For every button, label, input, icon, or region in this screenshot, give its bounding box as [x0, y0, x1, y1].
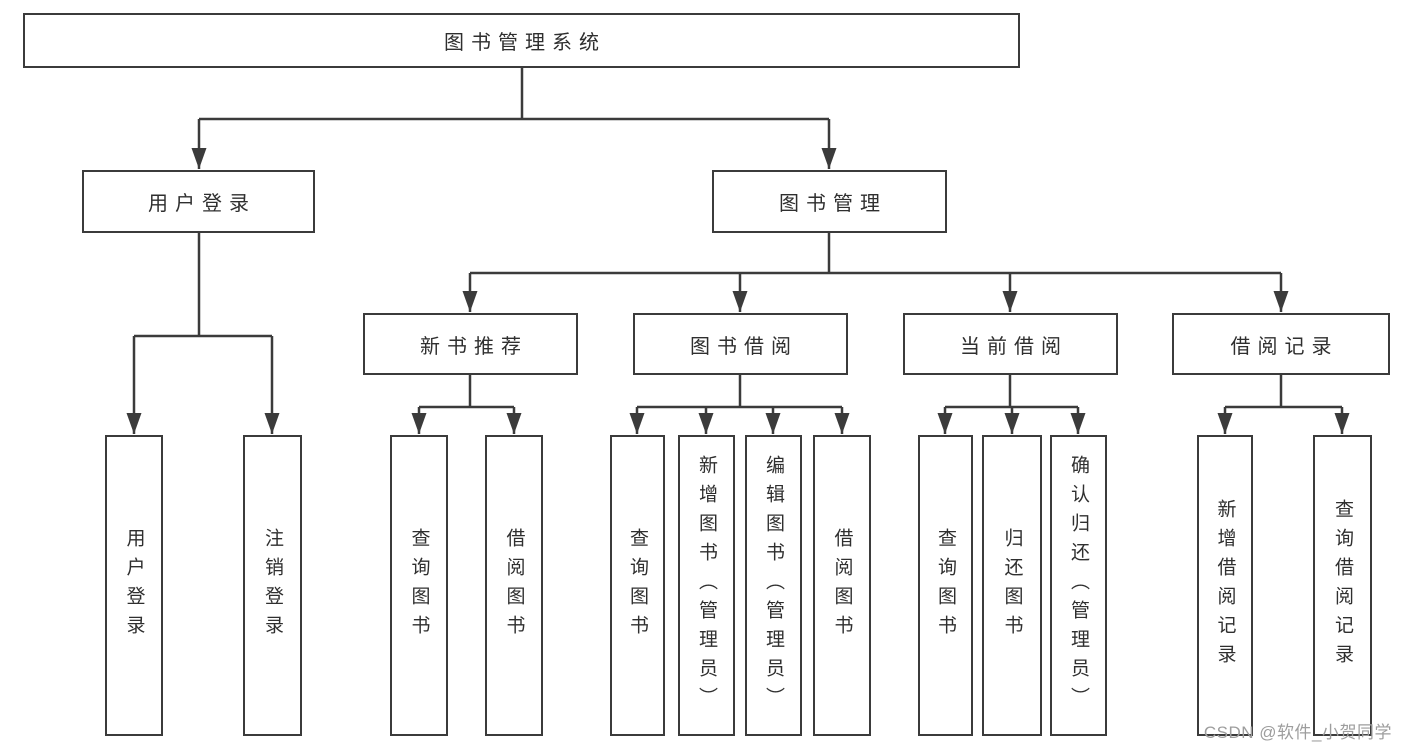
node-user-login: 用户登录 — [82, 170, 315, 233]
node-book-management: 图书管理 — [712, 170, 947, 233]
node-borrow-records: 借阅记录 — [1172, 313, 1390, 375]
node-book-borrow: 图书借阅 — [633, 313, 848, 375]
node-new-book-recommend: 新书推荐 — [363, 313, 578, 375]
leaf-query-book-borrow: 查询图书 — [610, 435, 665, 736]
leaf-logout-login: 注销登录 — [243, 435, 302, 736]
watermark: CSDN @软件_小贺同学 — [1203, 723, 1392, 742]
leaf-edit-book-admin: 编辑图书（管理员） — [745, 435, 802, 736]
leaf-query-book-current: 查询图书 — [918, 435, 973, 736]
leaf-query-borrow-record: 查询借阅记录 — [1313, 435, 1372, 736]
connector-group — [126, 68, 1350, 434]
leaf-query-book-recommend: 查询图书 — [390, 435, 448, 736]
leaf-add-book-admin: 新增图书（管理员） — [678, 435, 735, 736]
leaf-confirm-return-admin: 确认归还（管理员） — [1050, 435, 1107, 736]
leaf-borrow-book: 借阅图书 — [813, 435, 871, 736]
leaf-user-login: 用户登录 — [105, 435, 163, 736]
node-library-management-system: 图书管理系统 — [23, 13, 1020, 68]
leaf-borrow-book-recommend: 借阅图书 — [485, 435, 543, 736]
leaf-return-book: 归还图书 — [982, 435, 1042, 736]
node-current-borrow: 当前借阅 — [903, 313, 1118, 375]
leaf-add-borrow-record: 新增借阅记录 — [1197, 435, 1253, 736]
